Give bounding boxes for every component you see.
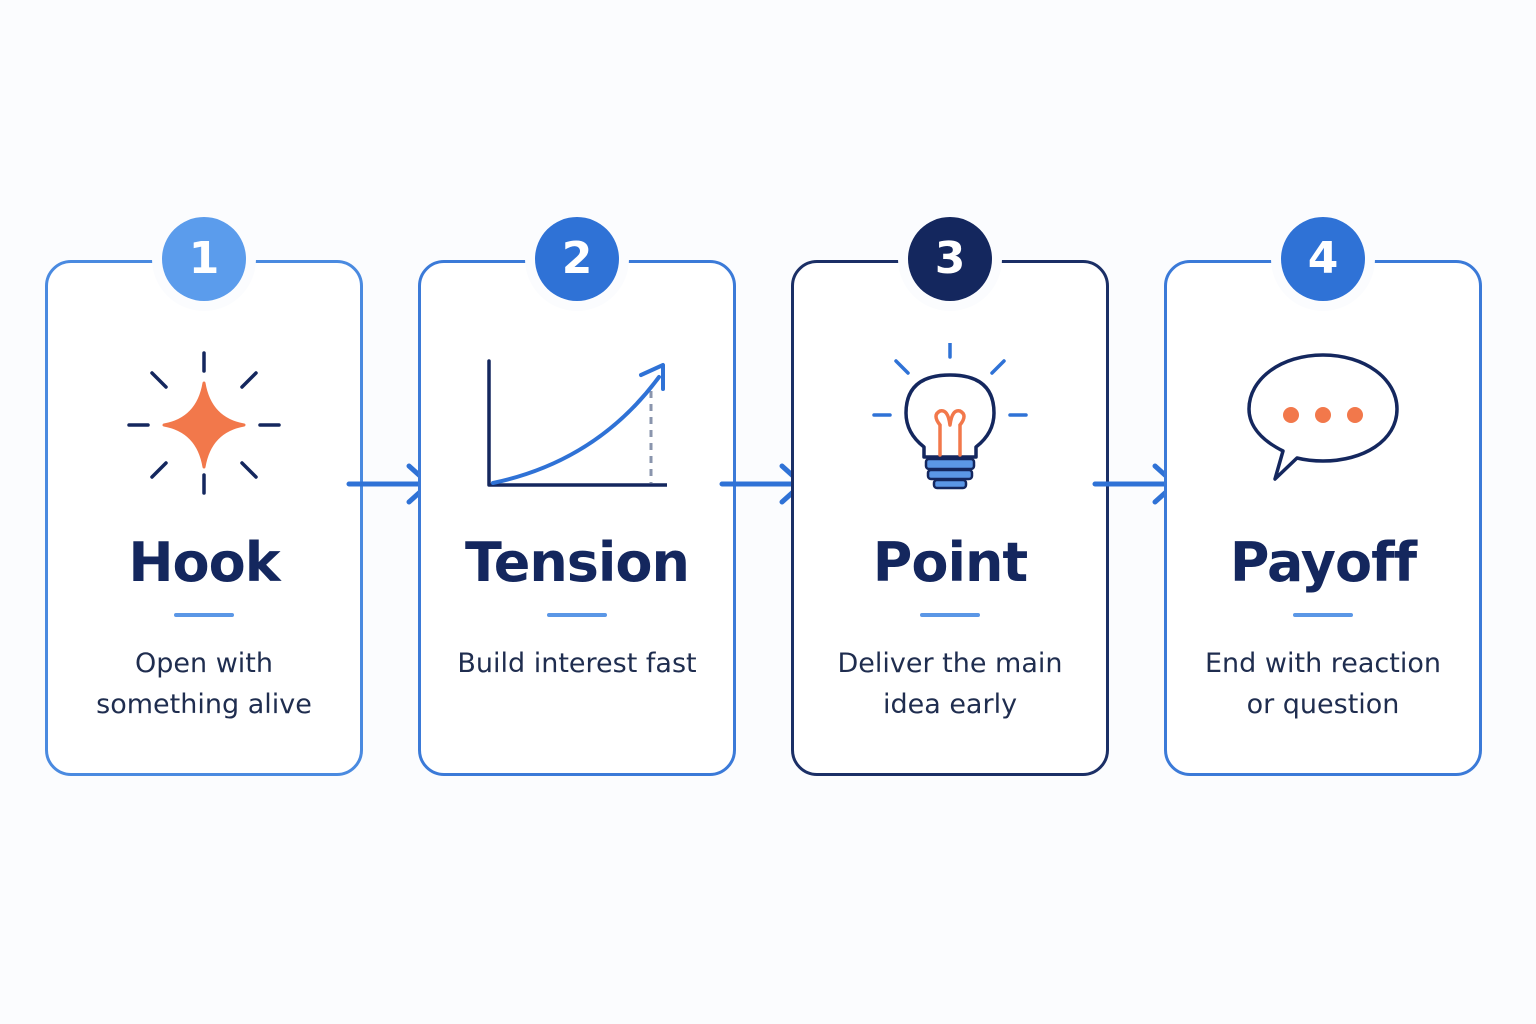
speech-bubble-icon <box>1233 343 1413 503</box>
step-card-payoff: 4 Payoff End with reaction or question <box>1164 217 1482 776</box>
step-title: Point <box>872 531 1028 594</box>
step-card-tension: 2 Tension Build interest fast <box>418 217 736 776</box>
step-title: Tension <box>465 531 690 594</box>
step-badge: 3 <box>908 217 992 301</box>
step-badge: 2 <box>535 217 619 301</box>
step-card-point: 3 Point Deliver the main idea early <box>791 217 1109 776</box>
divider <box>920 613 980 617</box>
lightbulb-icon <box>860 343 1040 503</box>
step-badge: 1 <box>162 217 246 301</box>
sparkle-icon <box>114 343 294 503</box>
step-description: End with reaction or question <box>1205 648 1441 720</box>
rising-chart-icon <box>487 343 667 503</box>
step-badge: 4 <box>1281 217 1365 301</box>
divider <box>547 613 607 617</box>
step-card-hook: 1 Hook Open with something alive <box>45 217 363 776</box>
step-description: Build interest fast <box>457 648 697 679</box>
step-title: Payoff <box>1229 531 1417 594</box>
step-description: Open with something alive <box>96 648 312 720</box>
step-description: Deliver the main idea early <box>837 648 1063 720</box>
divider <box>174 613 234 617</box>
divider <box>1293 613 1353 617</box>
step-title: Hook <box>128 531 280 594</box>
